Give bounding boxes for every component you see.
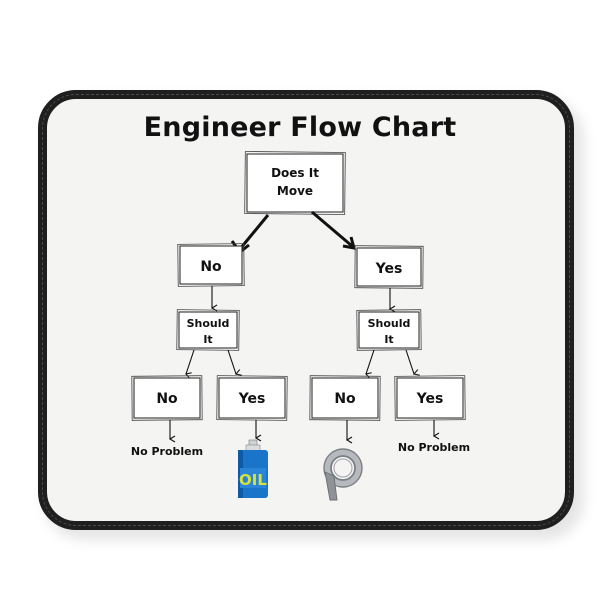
left-answer-label: No	[200, 259, 222, 275]
oil-can-icon: OIL	[238, 439, 268, 498]
right-question-line2: It	[384, 333, 393, 346]
left-question-line2: It	[203, 333, 212, 346]
right-answer-node: Yes	[354, 245, 424, 289]
left-question-node: Should It	[176, 309, 240, 351]
left-right-connector	[227, 349, 242, 376]
left-left-outcome: No Problem	[131, 445, 203, 458]
left-answer-node: No	[177, 243, 245, 287]
left-question-line1: Should	[187, 317, 230, 330]
duct-tape-icon	[323, 448, 363, 501]
root-node-line2: Move	[277, 184, 313, 198]
right-left-node: No	[309, 375, 381, 421]
right-answer-label: Yes	[375, 261, 403, 277]
right-left-label: No	[334, 391, 356, 407]
right-right-outcome: No Problem	[398, 441, 470, 454]
root-node-line1: Does It	[271, 166, 319, 180]
left-right-node: Yes	[216, 375, 288, 421]
right-right-label: Yes	[416, 391, 444, 407]
left-left-connector	[184, 349, 195, 379]
left-left-label: No	[156, 391, 178, 407]
right-right-node: Yes	[394, 375, 466, 421]
chart-title: Engineer Flow Chart	[143, 112, 457, 143]
left-right-label: Yes	[238, 391, 266, 407]
left-left-node: No	[131, 375, 203, 421]
right-question-line1: Should	[368, 317, 411, 330]
root-arrows	[230, 210, 357, 255]
root-node: Does It Move	[244, 151, 346, 215]
oil-can-label: OIL	[239, 471, 267, 489]
right-right-connector	[405, 349, 420, 376]
right-left-connector	[364, 349, 375, 379]
right-question-node: Should It	[356, 309, 422, 351]
